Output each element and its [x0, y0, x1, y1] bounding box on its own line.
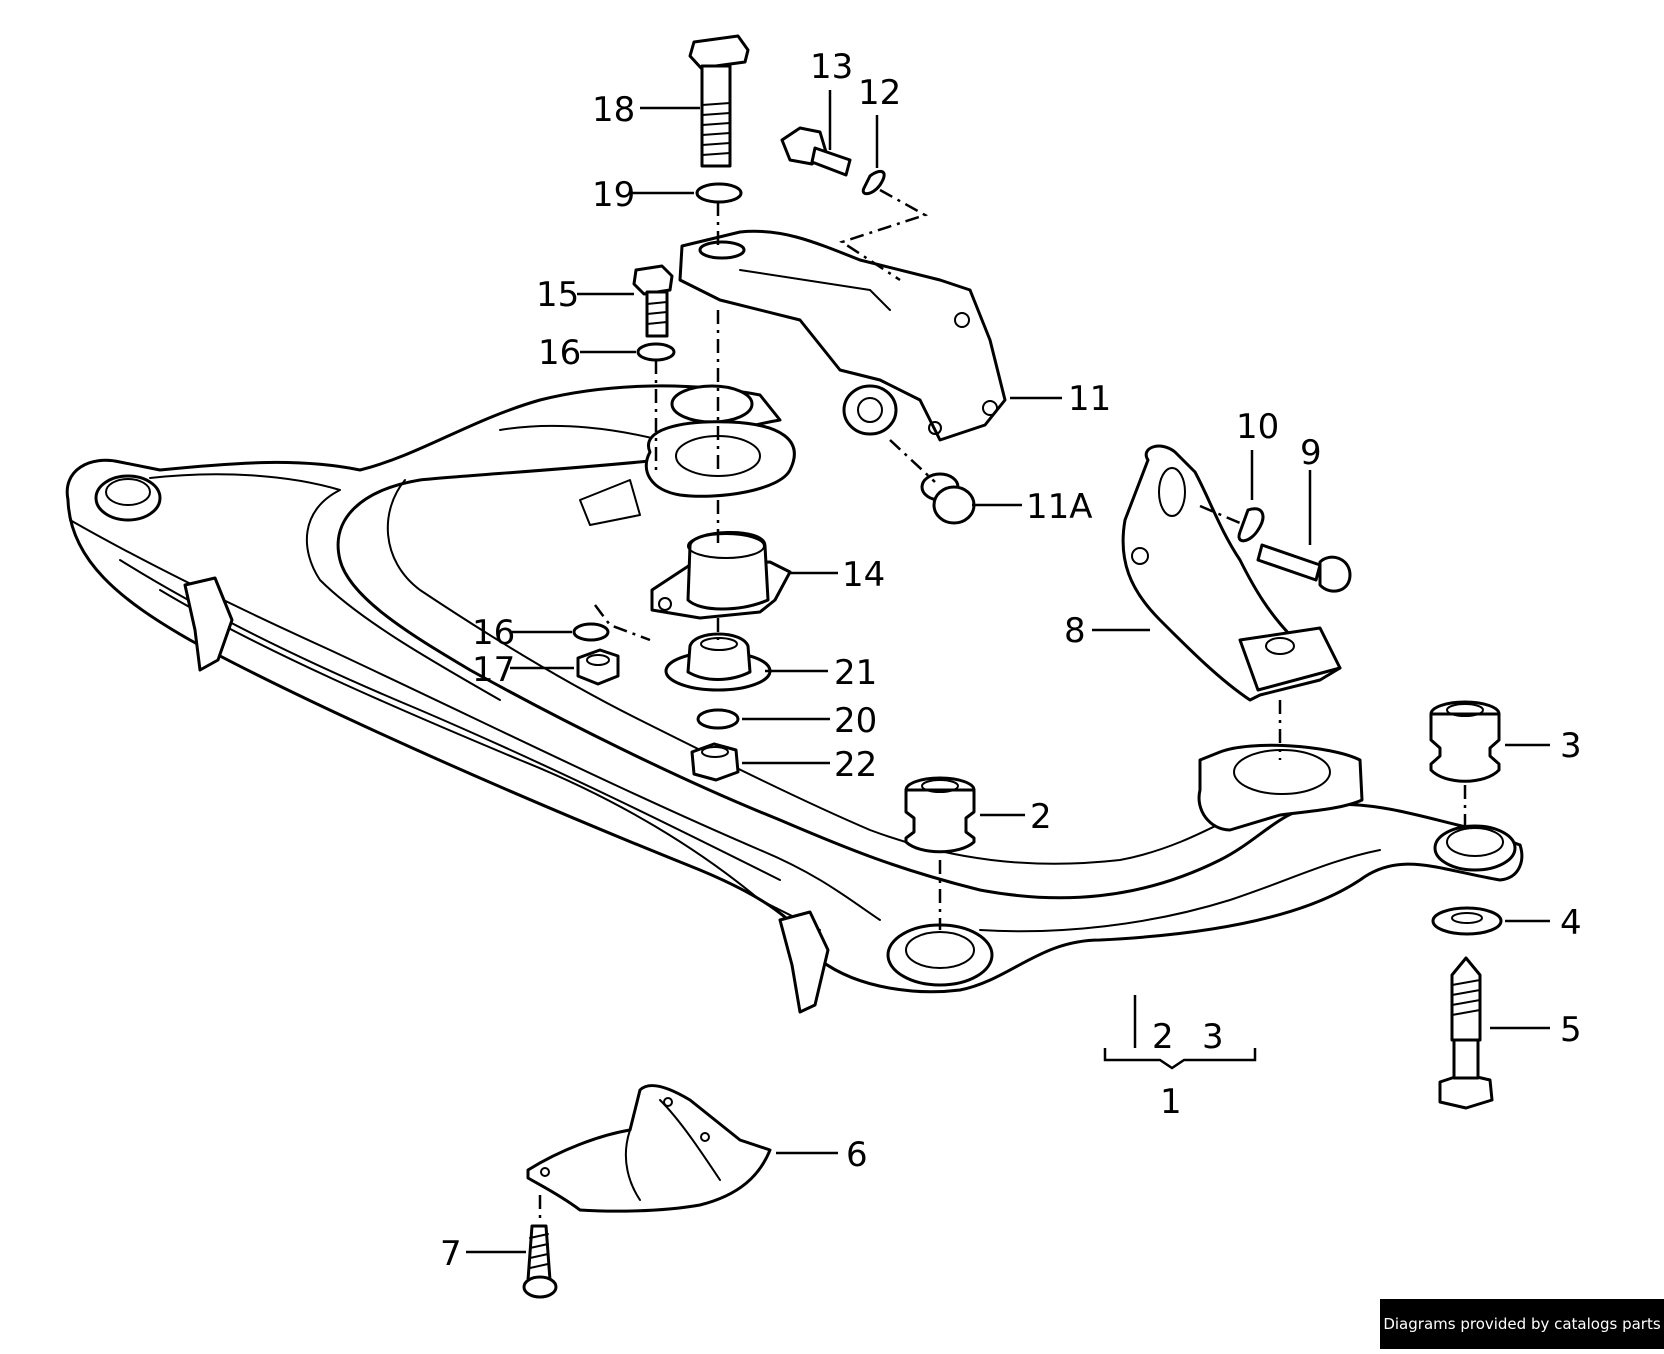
- washer-16-bottom: [574, 624, 608, 640]
- washer-19: [697, 184, 741, 202]
- callout-12: 12: [858, 73, 901, 113]
- callout-1: 1: [1160, 1082, 1182, 1122]
- callout-15: 15: [536, 275, 579, 315]
- bolt-13: [782, 128, 850, 175]
- leader-lines: [466, 90, 1550, 1252]
- rubber-buffer-2: [906, 778, 974, 852]
- callout-21: 21: [834, 653, 877, 693]
- rubber-buffer-3: [1431, 702, 1499, 781]
- callout-19: 19: [592, 175, 635, 215]
- washer-10: [1239, 509, 1263, 541]
- callout-16-top: 16: [538, 333, 581, 373]
- diagram-credit-badge: Diagrams provided by catalogs parts: [1380, 1299, 1664, 1349]
- bushing-11a: [922, 474, 974, 523]
- subframe-crossmember: [67, 386, 1522, 1012]
- heat-shield-6: [528, 1085, 770, 1211]
- washer-20: [698, 710, 738, 728]
- rubber-mount-21: [666, 634, 770, 690]
- callout-2-sub: 2: [1152, 1017, 1174, 1057]
- callout-11a: 11A: [1026, 487, 1093, 527]
- callout-11: 11: [1068, 379, 1111, 419]
- callout-9: 9: [1300, 433, 1322, 473]
- bolt-15: [634, 266, 672, 336]
- bolt-9: [1258, 545, 1350, 591]
- engine-mount-14: [652, 532, 790, 618]
- assembly-lines: [540, 190, 1465, 1222]
- bolt-18: [690, 36, 748, 166]
- callout-17: 17: [472, 650, 515, 690]
- callout-18: 18: [592, 90, 635, 130]
- callout-13: 13: [810, 47, 853, 87]
- nut-22: [692, 744, 738, 780]
- callout-3-sub: 3: [1202, 1017, 1224, 1057]
- callout-16-bottom: 16: [472, 613, 515, 653]
- callout-5: 5: [1560, 1010, 1582, 1050]
- callout-14: 14: [842, 555, 885, 595]
- credit-text: Diagrams provided by catalogs parts: [1383, 1315, 1660, 1333]
- callout-3: 3: [1560, 726, 1582, 766]
- washer-16-top: [638, 344, 674, 360]
- callout-6: 6: [846, 1135, 868, 1175]
- callout-8: 8: [1064, 611, 1086, 651]
- callout-10: 10: [1236, 407, 1279, 447]
- callout-4: 4: [1560, 903, 1582, 943]
- callout-2: 2: [1030, 797, 1052, 837]
- callout-7: 7: [440, 1234, 462, 1274]
- callout-20: 20: [834, 701, 877, 741]
- screw-7: [524, 1226, 556, 1297]
- bolt-5: [1440, 958, 1492, 1108]
- nut-17: [578, 650, 618, 684]
- callout-22: 22: [834, 745, 877, 785]
- washer-4: [1433, 908, 1501, 934]
